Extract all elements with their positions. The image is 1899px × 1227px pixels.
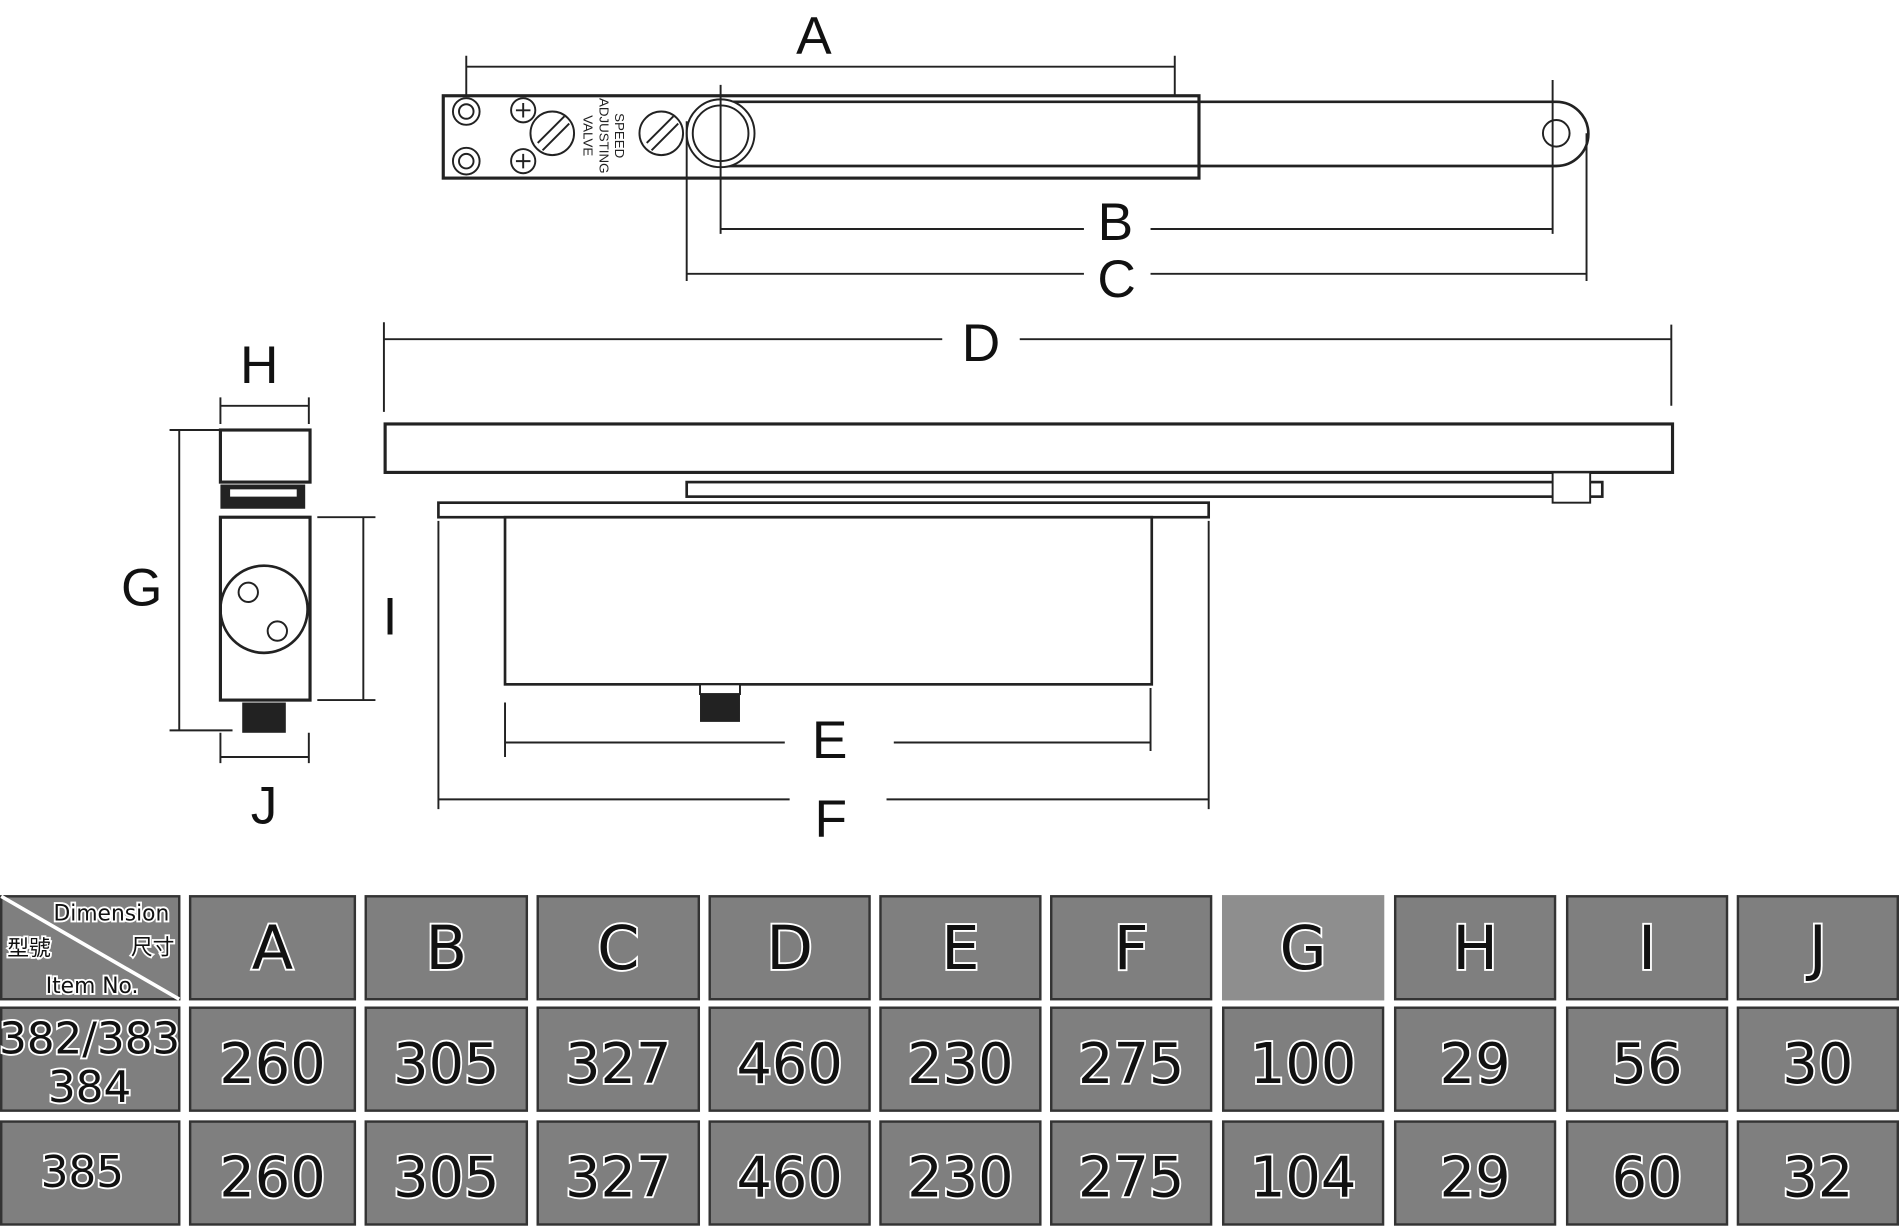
corner-item-en: Item No. — [46, 974, 139, 999]
header-cell-c — [536, 895, 701, 1001]
header-cell-a — [188, 895, 357, 1001]
dim-label-a: A — [796, 6, 832, 65]
valve-text-adjusting: ADJUSTING — [596, 98, 611, 173]
header-cell-d — [708, 895, 871, 1001]
row-1-item: 382/383 — [0, 1015, 180, 1065]
cell-value-a: 260 — [219, 1032, 325, 1097]
dim-label-c: C — [1097, 250, 1135, 309]
cell-value-h: 29 — [1440, 1146, 1511, 1211]
table-cell — [1221, 1120, 1385, 1226]
cell-value-d: 460 — [736, 1146, 842, 1211]
table-corner-cell: Dimension 尺寸 型號 Item No. — [0, 894, 181, 1001]
dim-label-g: G — [121, 559, 162, 618]
table-cell — [879, 1120, 1042, 1226]
row-2-item: 385 — [41, 1148, 124, 1198]
header-label-h: H — [1452, 914, 1498, 984]
header-label-j: J — [1805, 914, 1827, 984]
cell-value-f: 275 — [1078, 1032, 1184, 1097]
corner-dimension-zh: 尺寸 — [131, 935, 175, 960]
dim-label-d: D — [962, 314, 1000, 373]
table-cell — [1393, 1006, 1557, 1112]
header-cell-j — [1736, 895, 1899, 1001]
table-cell — [1050, 1006, 1213, 1112]
dim-label-f: F — [815, 790, 848, 849]
header-label-b: B — [426, 914, 468, 984]
table-cell — [188, 1006, 357, 1112]
closer-front-view — [383, 422, 1675, 722]
cell-value-e: 230 — [907, 1032, 1013, 1097]
valve-text-valve: VALVE — [581, 115, 596, 156]
cell-value-i: 60 — [1612, 1146, 1683, 1211]
cell-value-a: 260 — [219, 1146, 325, 1211]
dim-label-h: H — [240, 336, 278, 395]
cell-value-h: 29 — [1440, 1032, 1511, 1097]
header-label-e: E — [941, 914, 979, 984]
table-cell — [1221, 1006, 1385, 1112]
table-cell — [1736, 1006, 1899, 1112]
header-label-f: F — [1114, 914, 1149, 984]
table-cell — [879, 1006, 1042, 1112]
table-cell — [536, 1120, 701, 1226]
header-cell-e — [879, 895, 1042, 1001]
table-cell — [1736, 1120, 1899, 1226]
table-cell — [1050, 1120, 1213, 1226]
cell-value-d: 460 — [736, 1032, 842, 1097]
header-cell-i — [1565, 895, 1729, 1001]
dim-label-j: J — [251, 777, 278, 836]
table-cell — [1565, 1006, 1729, 1112]
cell-value-g: 104 — [1250, 1146, 1356, 1211]
closer-side-view — [218, 428, 312, 733]
cell-value-b: 305 — [393, 1032, 499, 1097]
corner-item-zh: 型號 — [7, 937, 51, 962]
table-cell — [536, 1006, 701, 1112]
table-cell — [188, 1120, 357, 1226]
cell-value-i: 56 — [1612, 1032, 1683, 1097]
table-cell — [708, 1006, 871, 1112]
dimension-table: Dimension 尺寸 型號 Item No. 382/383 384 385… — [0, 894, 1899, 1226]
table-cell — [364, 1120, 529, 1226]
header-cell-f — [1050, 895, 1213, 1001]
row-1-item-line2: 384 — [48, 1063, 131, 1113]
cell-value-j: 30 — [1782, 1032, 1853, 1097]
cell-value-e: 230 — [907, 1146, 1013, 1211]
cell-value-b: 305 — [393, 1146, 499, 1211]
dim-label-b: B — [1098, 193, 1134, 252]
table-cell — [1565, 1120, 1729, 1226]
cell-value-f: 275 — [1078, 1146, 1184, 1211]
valve-text-speed: SPEED — [612, 113, 627, 158]
dim-label-e: E — [812, 711, 848, 770]
header-label-i: I — [1638, 914, 1656, 984]
dimension-lines — [169, 55, 1673, 810]
table-cell — [364, 1006, 529, 1112]
cell-value-g: 100 — [1250, 1032, 1356, 1097]
header-cell-h — [1393, 895, 1557, 1001]
dim-label-i: I — [383, 588, 398, 647]
header-label-d: D — [766, 914, 813, 984]
cell-value-j: 32 — [1782, 1146, 1853, 1211]
cell-value-c: 327 — [565, 1146, 671, 1211]
cell-value-c: 327 — [565, 1032, 671, 1097]
header-cell-b — [364, 895, 529, 1001]
header-label-g: G — [1280, 914, 1327, 984]
table-cell — [1393, 1120, 1557, 1226]
header-label-a: A — [252, 914, 293, 984]
header-cell-g — [1221, 895, 1385, 1001]
arm-top-view: SPEED ADJUSTING VALVE — [441, 94, 1590, 180]
corner-dimension-en: Dimension — [54, 902, 170, 927]
table-cell — [708, 1120, 871, 1226]
header-label-c: C — [597, 914, 639, 984]
